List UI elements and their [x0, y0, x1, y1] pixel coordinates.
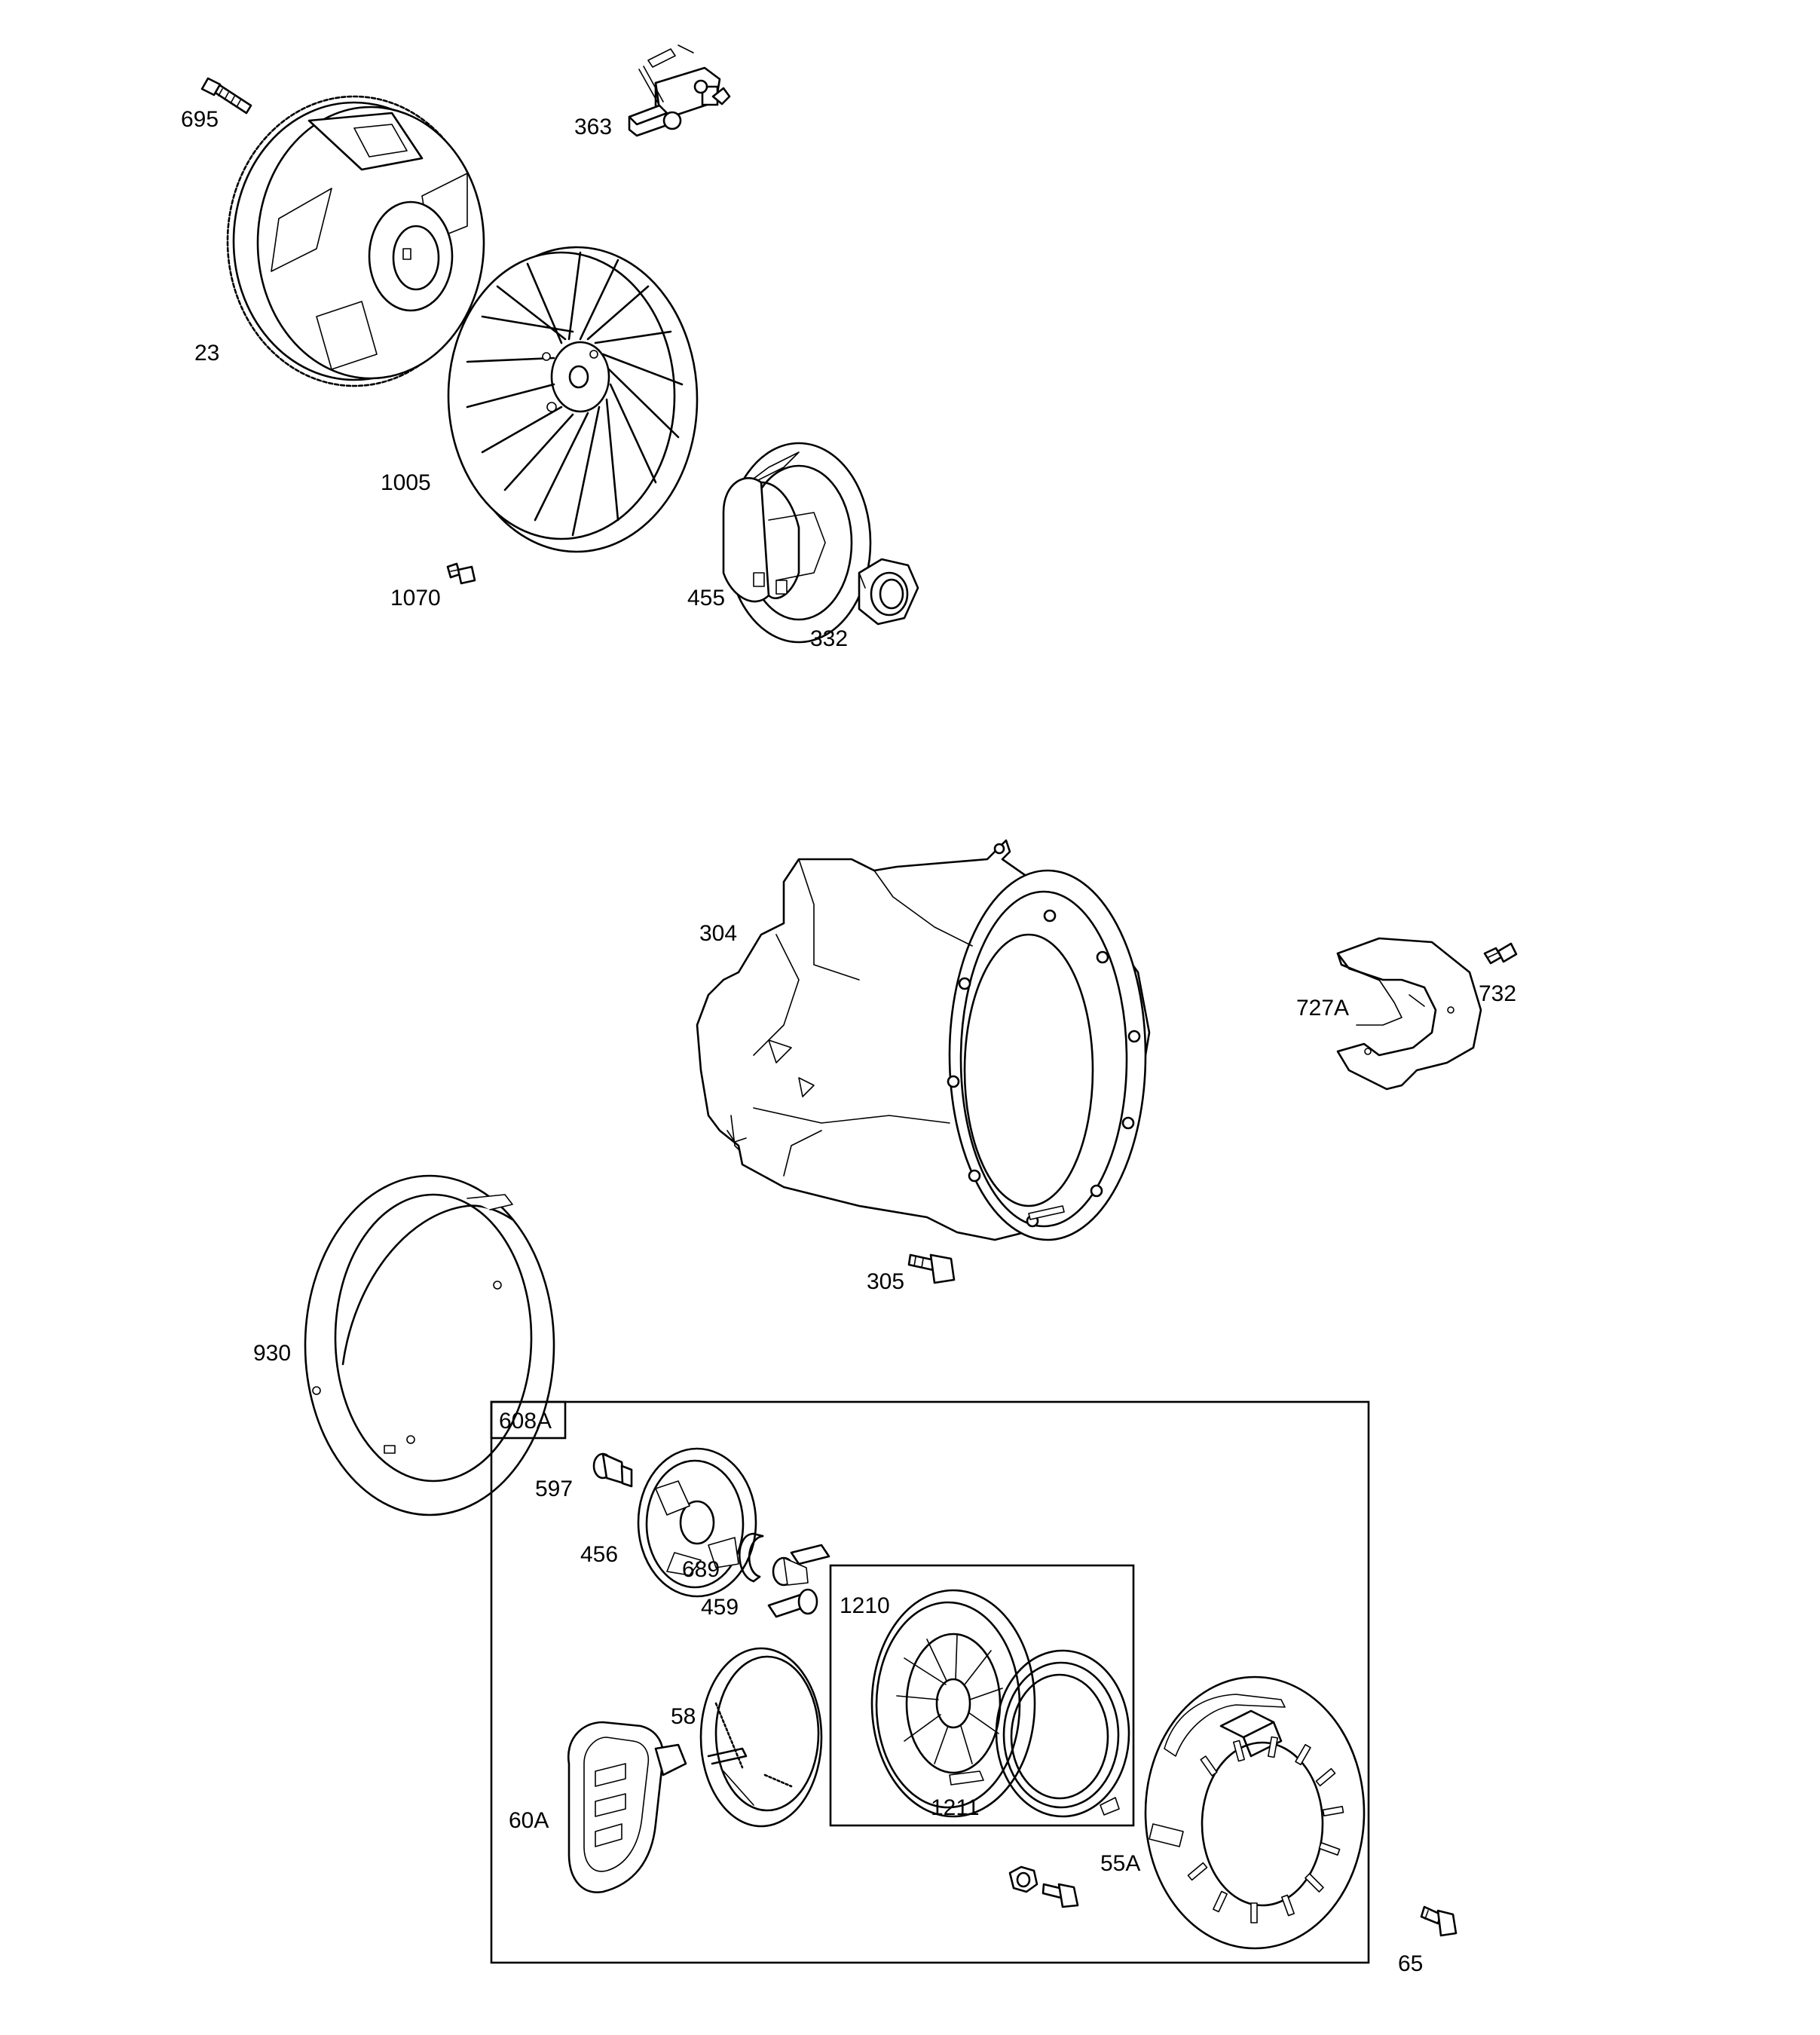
callout-23: 23	[194, 341, 219, 366]
callout-65: 65	[1398, 1951, 1423, 1976]
callout-363: 363	[574, 115, 612, 139]
callout-455: 455	[687, 586, 725, 610]
sub-assembly-frame	[829, 1564, 1135, 1827]
callout-304: 304	[699, 921, 737, 946]
part-363-bracket[interactable]	[628, 44, 731, 137]
part-695-screw[interactable]	[200, 77, 252, 115]
part-23-flywheel[interactable]	[226, 95, 485, 387]
assembly-608A-frame	[490, 1400, 1370, 1964]
callout-55A: 55A	[1100, 1851, 1140, 1876]
part-459-pawls[interactable]	[767, 1544, 830, 1618]
part-332-nut[interactable]	[858, 558, 919, 626]
callout-695: 695	[181, 107, 219, 132]
callout-labels: 695 363 23 1005 1070 455 332 304 727A 73…	[181, 107, 1516, 1976]
part-nut-55A[interactable]	[1008, 1865, 1038, 1893]
part-304-blower-housing[interactable]	[696, 839, 1151, 1241]
callout-1005: 1005	[381, 470, 431, 495]
part-1070-bolt[interactable]	[446, 562, 476, 585]
part-597-screw[interactable]	[592, 1452, 633, 1488]
part-305-bolt[interactable]	[907, 1253, 956, 1284]
part-930-screen[interactable]	[304, 1174, 555, 1516]
part-55A-starter-housing[interactable]	[1144, 1675, 1366, 1950]
callout-456: 456	[580, 1542, 618, 1567]
part-1211-spring[interactable]	[995, 1649, 1130, 1818]
part-bolt-55A[interactable]	[1042, 1883, 1079, 1908]
callout-930: 930	[253, 1341, 291, 1366]
part-58-spring[interactable]	[699, 1647, 823, 1828]
callout-727A: 727A	[1296, 996, 1349, 1021]
callout-332: 332	[810, 626, 848, 651]
part-1210-pulley[interactable]	[870, 1589, 1036, 1818]
part-732-screw[interactable]	[1483, 942, 1518, 965]
part-60A-handle[interactable]	[567, 1721, 687, 1893]
callout-1070: 1070	[390, 586, 441, 610]
part-1005-fan[interactable]	[447, 246, 699, 553]
part-689-ring[interactable]	[739, 1532, 764, 1583]
callout-60A: 60A	[509, 1808, 549, 1833]
callout-608A: 608A	[499, 1409, 552, 1434]
callout-732: 732	[1479, 981, 1516, 1006]
part-456-cam[interactable]	[637, 1447, 757, 1598]
callout-1211: 1211	[931, 1795, 980, 1820]
part-65-bolt[interactable]	[1420, 1905, 1458, 1937]
part-727A-shield[interactable]	[1336, 937, 1482, 1091]
callout-689: 689	[682, 1557, 720, 1582]
callout-459: 459	[701, 1595, 739, 1620]
callout-58: 58	[671, 1704, 696, 1729]
callout-597: 597	[535, 1477, 573, 1501]
callout-1210: 1210	[840, 1593, 890, 1618]
part-455-starter-cup[interactable]	[722, 442, 872, 644]
callout-305: 305	[867, 1269, 904, 1294]
